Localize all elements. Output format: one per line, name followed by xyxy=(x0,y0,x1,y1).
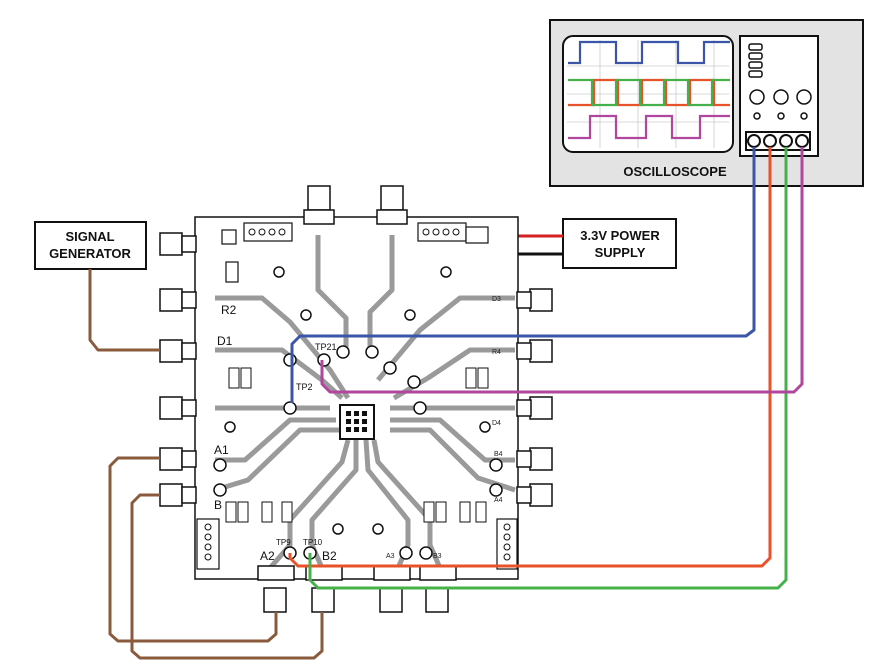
label-d1: D1 xyxy=(217,334,233,348)
blue-probe xyxy=(290,147,756,403)
probe-wires xyxy=(288,147,804,590)
jumper-blocks xyxy=(225,367,489,523)
label-b2: B2 xyxy=(322,549,337,563)
label-tp2: TP2 xyxy=(296,382,313,392)
cable-b-to-b2 xyxy=(130,493,324,660)
oscilloscope: OSCILLOSCOPE xyxy=(549,19,864,187)
magenta-waveform xyxy=(568,114,730,140)
green-waveform xyxy=(568,78,730,107)
signal-generator: SIGNAL GENERATOR xyxy=(34,221,147,270)
label-b4: B4 xyxy=(494,451,503,458)
label-r4: R4 xyxy=(492,349,501,356)
label-b3: B3 xyxy=(433,553,442,560)
header-pins xyxy=(204,228,511,561)
cable-a1-to-a2 xyxy=(108,456,278,643)
power-supply: 3.3V POWER SUPPLY xyxy=(562,218,677,269)
green-probe xyxy=(308,147,788,590)
signal-generator-label-line1: SIGNAL xyxy=(65,229,114,244)
brown-cables xyxy=(88,269,324,660)
signal-generator-cable xyxy=(88,269,160,352)
label-d3: D3 xyxy=(492,296,501,303)
label-a3: A3 xyxy=(386,553,395,560)
label-tp9: TP9 xyxy=(276,538,291,547)
evaluation-board: R2 D1 A1 B A2 B2 TP2 TP21 TP9 TP10 D3 R4… xyxy=(159,185,553,613)
signal-generator-label-line2: GENERATOR xyxy=(49,246,131,261)
red-probe xyxy=(288,147,772,568)
label-r2: R2 xyxy=(221,303,237,317)
menu-buttons[interactable] xyxy=(748,43,763,78)
label-b: B xyxy=(214,498,222,512)
label-a4: A4 xyxy=(494,497,503,504)
label-d4: D4 xyxy=(492,420,501,427)
label-tp21: TP21 xyxy=(315,342,337,352)
scope-knobs[interactable] xyxy=(749,89,812,120)
top-sma-connectors xyxy=(303,185,408,225)
power-supply-label-line1: 3.3V POWER xyxy=(580,228,660,243)
ic-pads xyxy=(346,411,367,432)
magenta-probe xyxy=(320,147,804,394)
label-tp10: TP10 xyxy=(303,538,323,547)
oscilloscope-label: OSCILLOSCOPE xyxy=(623,164,727,179)
board-headers xyxy=(196,222,518,570)
label-a1: A1 xyxy=(214,443,229,457)
red-waveform xyxy=(568,78,730,107)
label-a2: A2 xyxy=(260,549,275,563)
left-sma-connectors xyxy=(159,232,197,507)
test-points xyxy=(213,266,503,560)
blue-waveform xyxy=(568,40,730,65)
power-supply-label-line2: SUPPLY xyxy=(595,245,646,260)
scope-input-jacks[interactable] xyxy=(745,131,811,151)
bottom-sma-connectors xyxy=(257,565,457,613)
right-sma-connectors xyxy=(516,288,553,507)
